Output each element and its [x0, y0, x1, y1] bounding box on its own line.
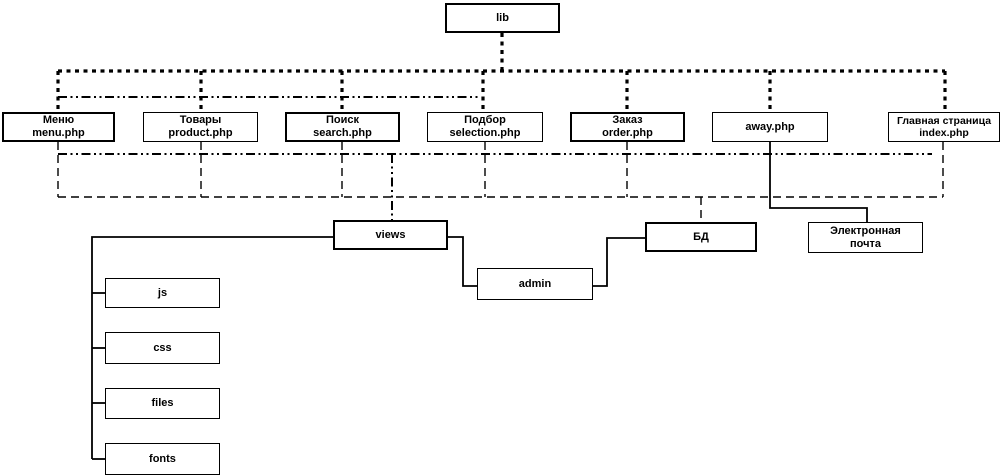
node-selection: Подбор selection.php	[427, 112, 543, 142]
node-away-label: away.php	[745, 120, 795, 133]
node-email-subtitle: почта	[850, 237, 881, 250]
node-fonts: fonts	[105, 443, 220, 475]
connector-views-trunk	[91, 236, 333, 459]
node-menu-subtitle: menu.php	[32, 127, 85, 139]
node-js: js	[105, 278, 220, 308]
node-index-title: Главная страница	[896, 115, 992, 127]
node-email: Электронная почта	[808, 222, 923, 253]
node-email-title: Электронная	[830, 224, 901, 237]
node-admin: admin	[477, 268, 593, 300]
node-search: Поиск search.php	[285, 112, 400, 142]
node-admin-label: admin	[518, 277, 552, 290]
connector-admin-db	[593, 237, 645, 287]
node-index-subtitle: index.php	[919, 127, 969, 139]
node-index: Главная страница index.php	[888, 112, 1000, 142]
connector-views-admin	[448, 236, 477, 287]
node-lib: lib	[445, 3, 560, 33]
node-product-subtitle: product.php	[168, 127, 233, 139]
node-js-label: js	[157, 286, 168, 299]
node-css: css	[105, 332, 220, 364]
node-db-label: БД	[693, 230, 709, 243]
node-views: views	[333, 220, 448, 250]
node-order: Заказ order.php	[570, 112, 685, 142]
node-menu-title: Меню	[42, 114, 75, 126]
node-selection-title: Подбор	[464, 114, 506, 126]
node-order-title: Заказ	[612, 114, 643, 126]
node-product: Товары product.php	[143, 112, 258, 142]
node-search-subtitle: search.php	[313, 127, 372, 139]
node-files-label: files	[151, 397, 174, 409]
node-selection-subtitle: selection.php	[449, 127, 521, 139]
node-lib-label: lib	[496, 11, 509, 24]
node-order-subtitle: order.php	[602, 127, 653, 139]
node-css-label: css	[153, 341, 172, 354]
node-db: БД	[645, 222, 757, 252]
node-menu: Меню menu.php	[2, 112, 115, 142]
connector-away-email	[769, 142, 868, 223]
node-product-title: Товары	[179, 114, 222, 126]
node-away: away.php	[712, 112, 828, 142]
node-files: files	[105, 388, 220, 419]
node-fonts-label: fonts	[149, 452, 176, 465]
node-views-label: views	[375, 228, 406, 241]
node-search-title: Поиск	[325, 114, 359, 126]
